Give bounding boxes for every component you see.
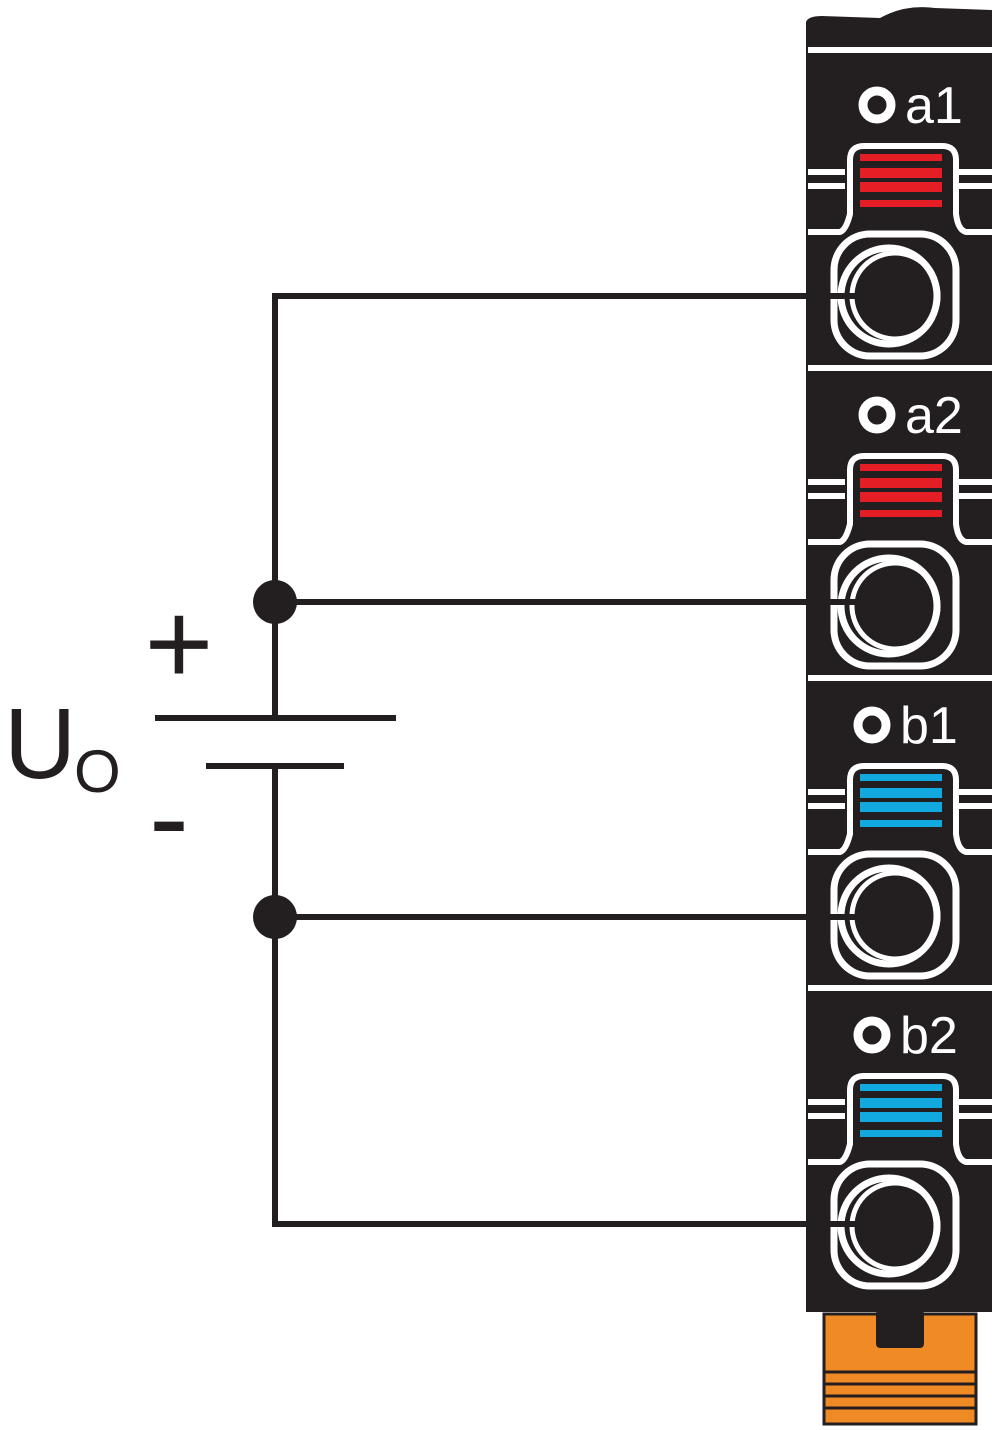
junction-dot: [253, 895, 297, 939]
indicator-bar: [860, 492, 942, 502]
clamp-outline: [808, 1073, 992, 1165]
clamp-outline: [808, 763, 992, 855]
test-point-icon: [853, 706, 891, 744]
indicator-bar: [860, 802, 942, 812]
battery-symbol: [155, 715, 396, 769]
terminal-label: b2: [900, 1007, 958, 1065]
voltage-subscript: O: [74, 738, 121, 805]
indicator-bar: [860, 1084, 942, 1091]
indicator-bar: [860, 182, 942, 192]
release-tab-outline: [822, 1312, 978, 1426]
plus-sign: +: [145, 578, 214, 710]
minus-sign: -: [149, 750, 189, 884]
status-indicator: [860, 154, 942, 208]
indicator-bar: [860, 168, 942, 178]
terminal-a1: a1: [808, 77, 992, 371]
clamp-outline: [808, 453, 992, 545]
junction-dot: [253, 580, 297, 624]
status-indicator: [860, 464, 942, 518]
connection-port-ring: [849, 560, 941, 652]
terminal-label: a1: [905, 77, 963, 135]
terminal-b1: b1: [808, 697, 992, 991]
release-tab-slot: [876, 1310, 924, 1348]
status-indicator: [860, 774, 942, 828]
voltage-label: U: [4, 688, 76, 800]
release-tab[interactable]: [822, 1310, 978, 1426]
test-point-icon: [853, 1016, 891, 1054]
indicator-bar: [860, 510, 942, 517]
indicator-bar: [860, 154, 942, 161]
indicator-bar: [860, 820, 942, 827]
indicator-bar: [860, 200, 942, 207]
indicator-bar: [860, 774, 942, 781]
indicator-bar: [860, 1130, 942, 1137]
indicator-bar: [860, 464, 942, 471]
indicator-bar: [860, 1112, 942, 1122]
test-point-icon: [858, 86, 896, 124]
terminal-a2: a2: [808, 387, 992, 681]
indicator-bar: [860, 478, 942, 488]
wiring: [272, 293, 903, 1227]
terminal-label: a2: [905, 387, 963, 445]
clamp-outline: [808, 143, 992, 235]
indicator-bar: [860, 1098, 942, 1108]
test-point-icon: [858, 396, 896, 434]
terminal-label: b1: [900, 697, 958, 755]
indicator-bar: [860, 788, 942, 798]
terminal-block: a1 a2: [806, 7, 992, 1426]
status-indicator: [860, 1084, 942, 1138]
